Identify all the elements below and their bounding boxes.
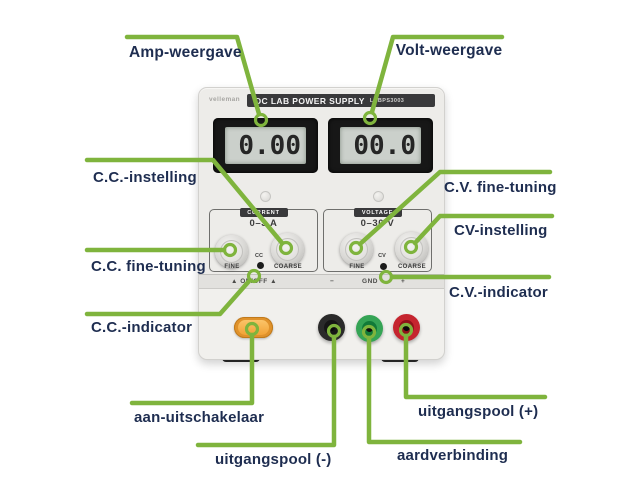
current-coarse-label: COARSE	[273, 264, 303, 270]
panel-screw-right	[373, 191, 384, 202]
ground-terminal	[356, 315, 383, 342]
callout-power-switch: aan-uitschakelaar	[134, 409, 265, 426]
ground-terminal-hole	[366, 325, 373, 332]
power-switch	[234, 317, 273, 338]
voltage-panel-header: VOLTAGE	[353, 208, 402, 217]
voltage-panel: VOLTAGE 0–30 V FINE COARSE CV	[323, 208, 432, 272]
gnd-strip-label: GND	[362, 278, 378, 285]
plus-strip-label: +	[401, 278, 406, 285]
current-coarse-knob	[271, 233, 304, 266]
current-panel-header: CURRENT	[239, 208, 288, 217]
device-title: DC LAB POWER SUPPLY	[255, 95, 365, 106]
callout-volt-display: Volt-weergave	[395, 42, 503, 59]
panel-screw-left	[260, 191, 271, 202]
ground-terminal-ring	[362, 321, 377, 336]
cv-led-label: CV	[378, 253, 386, 259]
amp-display: 0.00	[225, 127, 306, 164]
current-fine-label: FINE	[224, 264, 240, 270]
current-range-label: 0–3 A	[249, 218, 278, 229]
on-off-strip-label: ▲ ON/OFF ▲	[230, 278, 278, 285]
device-model: LABPS3003	[369, 97, 405, 104]
cc-led-label: CC	[255, 253, 263, 259]
callout-output-positive: uitgangspool (+)	[418, 403, 539, 420]
voltage-fine-knob-cap	[345, 238, 368, 261]
device-strip: ▲ ON/OFF ▲ − GND +	[199, 274, 444, 289]
positive-terminal-ring	[399, 320, 414, 335]
power-switch-rocker	[238, 320, 269, 335]
cv-led-indicator	[380, 263, 387, 270]
callout-cc-setting: C.C.-instelling	[93, 169, 197, 186]
callout-cc-indicator: C.C.-indicator	[91, 319, 193, 336]
amp-display-bezel: 0.00	[213, 118, 318, 173]
callout-amp-display: Amp-weergave	[129, 44, 242, 61]
volt-display: 00.0	[340, 127, 421, 164]
minus-strip-label: −	[330, 278, 335, 285]
current-fine-knob-cap	[220, 240, 243, 263]
current-panel: CURRENT 0–3 A FINE COARSE CC	[209, 208, 318, 272]
negative-terminal-hole	[328, 324, 335, 331]
positive-terminal-hole	[403, 324, 410, 331]
callout-cv-indicator: C.V.-indicator	[449, 284, 548, 301]
voltage-fine-knob	[340, 233, 373, 266]
volt-display-bezel: 00.0	[328, 118, 433, 173]
callout-output-negative: uitgangspool (-)	[215, 451, 332, 468]
current-coarse-knob-cap	[276, 238, 299, 261]
voltage-coarse-knob	[395, 232, 428, 265]
callout-cv-setting: CV-instelling	[454, 222, 548, 239]
power-supply-device: velleman DC LAB POWER SUPPLY LABPS3003 0…	[198, 87, 445, 360]
voltage-range-label: 0–30 V	[360, 218, 395, 229]
voltage-fine-label: FINE	[349, 264, 365, 270]
output-terminal-negative	[318, 314, 345, 341]
brand-logo: velleman	[209, 96, 241, 103]
device-title-bar: DC LAB POWER SUPPLY LABPS3003	[247, 94, 435, 107]
voltage-coarse-label: COARSE	[397, 264, 427, 270]
output-terminal-positive	[393, 314, 420, 341]
callout-cc-fine-tuning: C.C. fine-tuning	[91, 258, 206, 275]
callout-ground: aardverbinding	[397, 447, 509, 464]
callout-cv-fine-tuning: C.V. fine-tuning	[444, 179, 557, 196]
cc-led-indicator	[257, 262, 264, 269]
voltage-coarse-knob-cap	[400, 237, 423, 260]
negative-terminal-ring	[324, 320, 339, 335]
